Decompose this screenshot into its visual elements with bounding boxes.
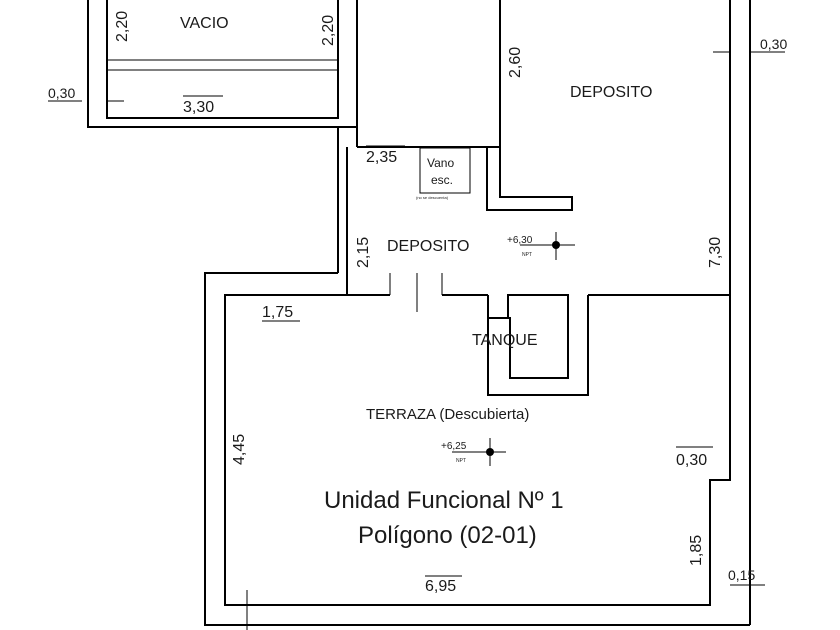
terraza-walls: [204, 272, 765, 630]
title-line-2: Polígono (02-01): [358, 522, 537, 549]
dim-vacio-left: 2,20: [114, 11, 131, 42]
level-marker-terraza: [452, 438, 506, 466]
deposito-walls: [337, 0, 785, 625]
room-label-tanque: TANQUE: [472, 332, 537, 349]
dim-terraza-height: 4,45: [231, 434, 248, 465]
room-label-deposito-upper: DEPOSITO: [570, 84, 652, 101]
dim-right-wall-mid: 0,30: [676, 452, 707, 469]
dimension-lines: [48, 95, 713, 577]
room-label-deposito-lower: DEPOSITO: [387, 238, 469, 255]
dim-deposito-height: 2,60: [507, 47, 524, 78]
dim-terraza-width: 6,95: [425, 578, 456, 595]
room-label-terraza: TERRAZA (Descubierta): [366, 406, 529, 423]
title-line-1: Unidad Funcional Nº 1: [324, 487, 564, 514]
dim-vacio-right: 2,20: [320, 15, 337, 46]
dim-right-wall-top: 0,30: [760, 36, 787, 52]
level-marker-deposito: [520, 232, 575, 260]
level-deposito: +6,30: [507, 235, 533, 246]
vano-note: (no se descuenta): [416, 195, 449, 200]
dim-right-offset: 1,85: [688, 535, 705, 566]
room-label-vacio: VACIO: [180, 15, 229, 32]
level-deposito-npt: NPT: [522, 252, 532, 258]
vacio-walls: [87, 0, 358, 128]
dim-stair-height: 2,15: [355, 237, 372, 268]
dim-terraza-top: 1,75: [262, 304, 293, 321]
dim-stair-width: 2,35: [366, 149, 397, 166]
level-terraza: +6,25: [441, 441, 467, 452]
level-terraza-npt: NPT: [456, 458, 466, 464]
tank-walls: [487, 294, 589, 396]
vano-label-1: Vano: [427, 156, 454, 170]
vano-label-2: esc.: [431, 173, 453, 187]
dim-left-wall: 0,30: [48, 85, 75, 101]
dim-vacio-width: 3,30: [183, 99, 214, 116]
stair-void: [419, 147, 471, 194]
dim-right-wall-bottom: 0,15: [728, 567, 755, 583]
dim-deposito-depth: 7,30: [707, 237, 724, 268]
